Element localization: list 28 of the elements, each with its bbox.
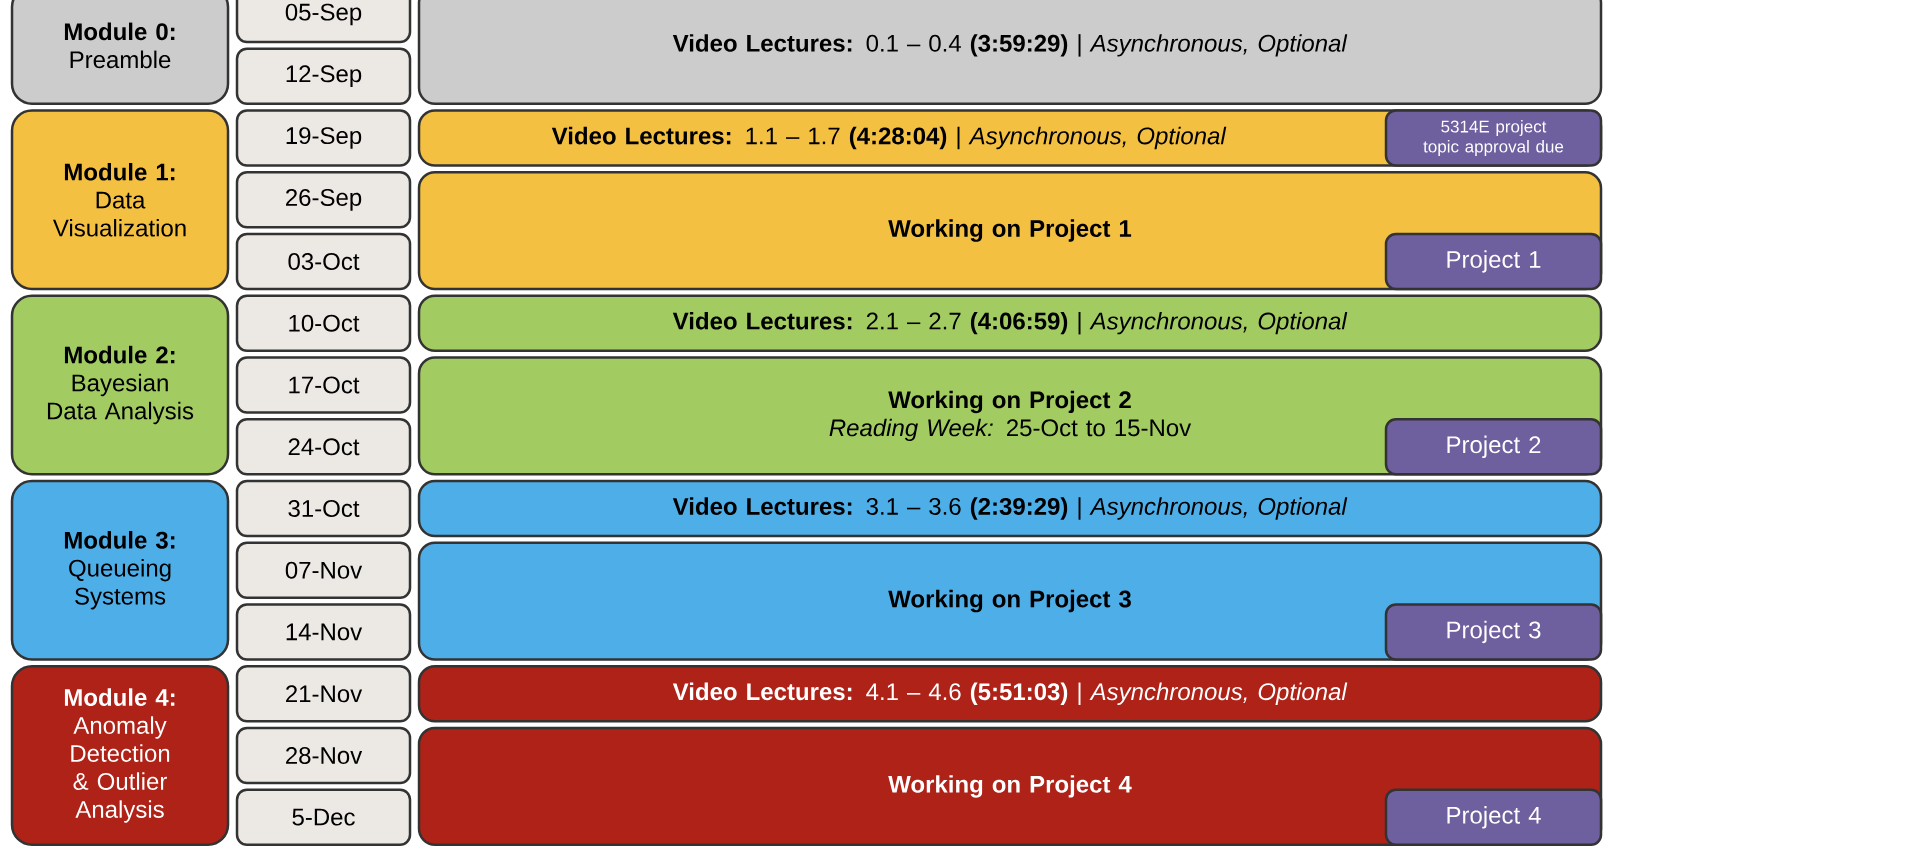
date-box: 05-Sep bbox=[235, 0, 412, 44]
date-box: 12-Sep bbox=[235, 47, 412, 105]
date-box: 28-Nov bbox=[235, 726, 412, 785]
module-box: Module 3: Queueing Systems bbox=[10, 479, 230, 661]
date-box: 31-Oct bbox=[235, 479, 412, 538]
schedule-bar: Video Lectures: 0.1 – 0.4 (3:59:29) | Asynchronous, Optional bbox=[417, 0, 1603, 106]
date-box: 21-Nov bbox=[235, 665, 412, 723]
module-box: Module 1: Data Visualization bbox=[10, 109, 230, 291]
schedule-bar: Video Lectures: 2.1 – 2.7 (4:06:59) | Asynchronous, Optional bbox=[417, 294, 1603, 352]
module-box: Module 2: Bayesian Data Analysis bbox=[10, 294, 230, 476]
date-box: 10-Oct bbox=[235, 294, 412, 352]
date-box: 03-Oct bbox=[235, 232, 412, 291]
date-box: 24-Oct bbox=[235, 418, 412, 476]
deadline-box: Project 1 bbox=[1384, 232, 1603, 291]
schedule-bar: Video Lectures: 3.1 – 3.6 (2:39:29) | Asynchronous, Optional bbox=[417, 479, 1603, 538]
schedule-bar: Video Lectures: 4.1 – 4.6 (5:51:03) | Asynchronous, Optional bbox=[417, 665, 1603, 723]
date-box: 17-Oct bbox=[235, 356, 412, 414]
deadline-box: Project 4 bbox=[1384, 788, 1603, 847]
date-box: 19-Sep bbox=[235, 109, 412, 167]
date-box: 26-Sep bbox=[235, 171, 412, 229]
module-box: Module 4: Anomaly Detection & Outlier Analysis bbox=[10, 665, 230, 846]
deadline-box: Project 3 bbox=[1384, 603, 1603, 661]
date-box: 5-Dec bbox=[235, 788, 412, 846]
deadline-box: Project 2 bbox=[1384, 418, 1603, 476]
date-box: 07-Nov bbox=[235, 541, 412, 599]
deadline-box: 5314E project topic approval due bbox=[1384, 109, 1603, 167]
date-box: 14-Nov bbox=[235, 603, 412, 661]
module-box: Module 0: Preamble bbox=[10, 0, 230, 106]
